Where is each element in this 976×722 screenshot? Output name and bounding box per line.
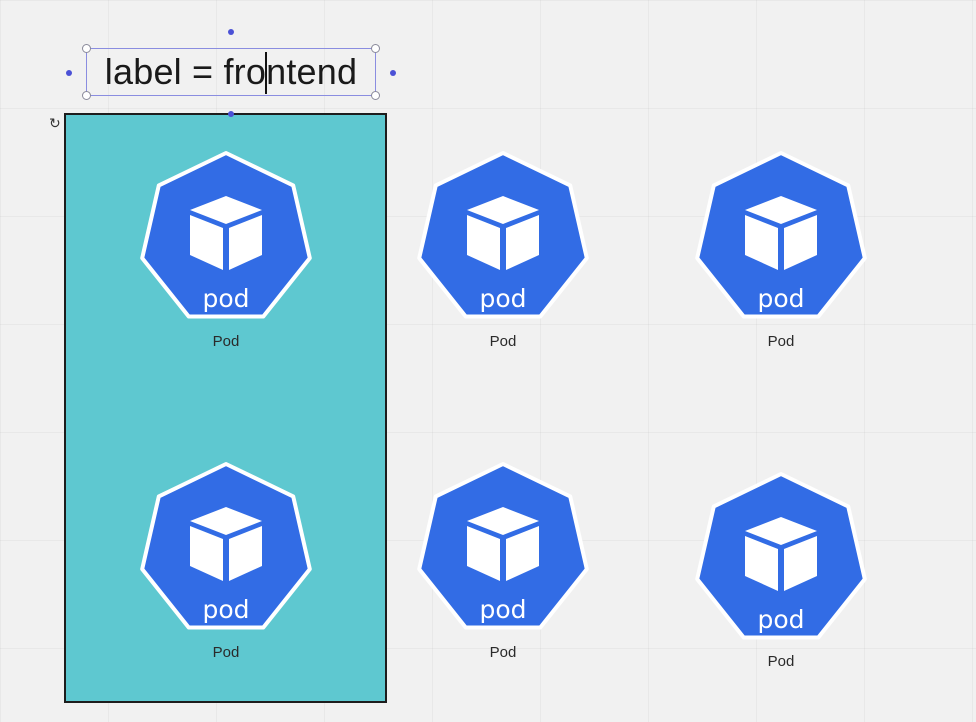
cube-icon <box>190 507 262 581</box>
connector-handle-left[interactable] <box>66 70 72 76</box>
pod-caption-4: Pod <box>212 644 240 661</box>
kubernetes-pod-icon: pod <box>140 151 312 319</box>
pod-icon-6[interactable]: pod <box>691 470 871 650</box>
pod-caption-6: Pod <box>767 653 795 670</box>
pod-icon-text: pod <box>757 605 804 634</box>
pod-caption-1: Pod <box>212 333 240 350</box>
pod-icon-text: pod <box>202 595 249 624</box>
resize-handle-bottom-right[interactable] <box>371 91 380 100</box>
kubernetes-pod-icon: pod <box>695 472 867 640</box>
cube-icon <box>467 507 539 581</box>
resize-handle-top-left[interactable] <box>82 44 91 53</box>
text-caret <box>265 52 267 94</box>
kubernetes-pod-icon: pod <box>140 462 312 630</box>
heptagon-shape <box>695 151 867 319</box>
heptagon-shape <box>140 151 312 319</box>
connector-handle-right[interactable] <box>390 70 396 76</box>
pod-icon-2[interactable]: pod <box>413 149 593 329</box>
connector-handle-bottom[interactable] <box>228 111 234 117</box>
pod-icon-3[interactable]: pod <box>691 149 871 329</box>
pod-icon-text: pod <box>479 595 526 624</box>
text-selection-box[interactable] <box>86 48 376 96</box>
pod-icon-5[interactable]: pod <box>413 460 593 640</box>
pod-icon-1[interactable]: pod <box>136 149 316 329</box>
connector-handle-top[interactable] <box>228 29 234 35</box>
cube-icon <box>467 196 539 270</box>
kubernetes-pod-icon: pod <box>695 151 867 319</box>
pod-caption-2: Pod <box>489 333 517 350</box>
kubernetes-pod-icon: pod <box>417 151 589 319</box>
heptagon-shape <box>417 151 589 319</box>
pod-icon-text: pod <box>202 284 249 313</box>
cube-icon <box>745 517 817 591</box>
cube-icon <box>745 196 817 270</box>
kubernetes-pod-icon: pod <box>417 462 589 630</box>
cube-icon <box>190 196 262 270</box>
heptagon-shape <box>417 462 589 630</box>
pod-icon-text: pod <box>757 284 804 313</box>
heptagon-shape <box>695 472 867 640</box>
resize-handle-top-right[interactable] <box>371 44 380 53</box>
resize-handle-bottom-left[interactable] <box>82 91 91 100</box>
rotate-icon[interactable]: ↻ <box>49 115 61 131</box>
heptagon-shape <box>140 462 312 630</box>
label-text[interactable]: label = frontend <box>104 51 358 92</box>
pod-icon-4[interactable]: pod <box>136 460 316 640</box>
pod-caption-5: Pod <box>489 644 517 661</box>
pod-caption-3: Pod <box>767 333 795 350</box>
pod-icon-text: pod <box>479 284 526 313</box>
